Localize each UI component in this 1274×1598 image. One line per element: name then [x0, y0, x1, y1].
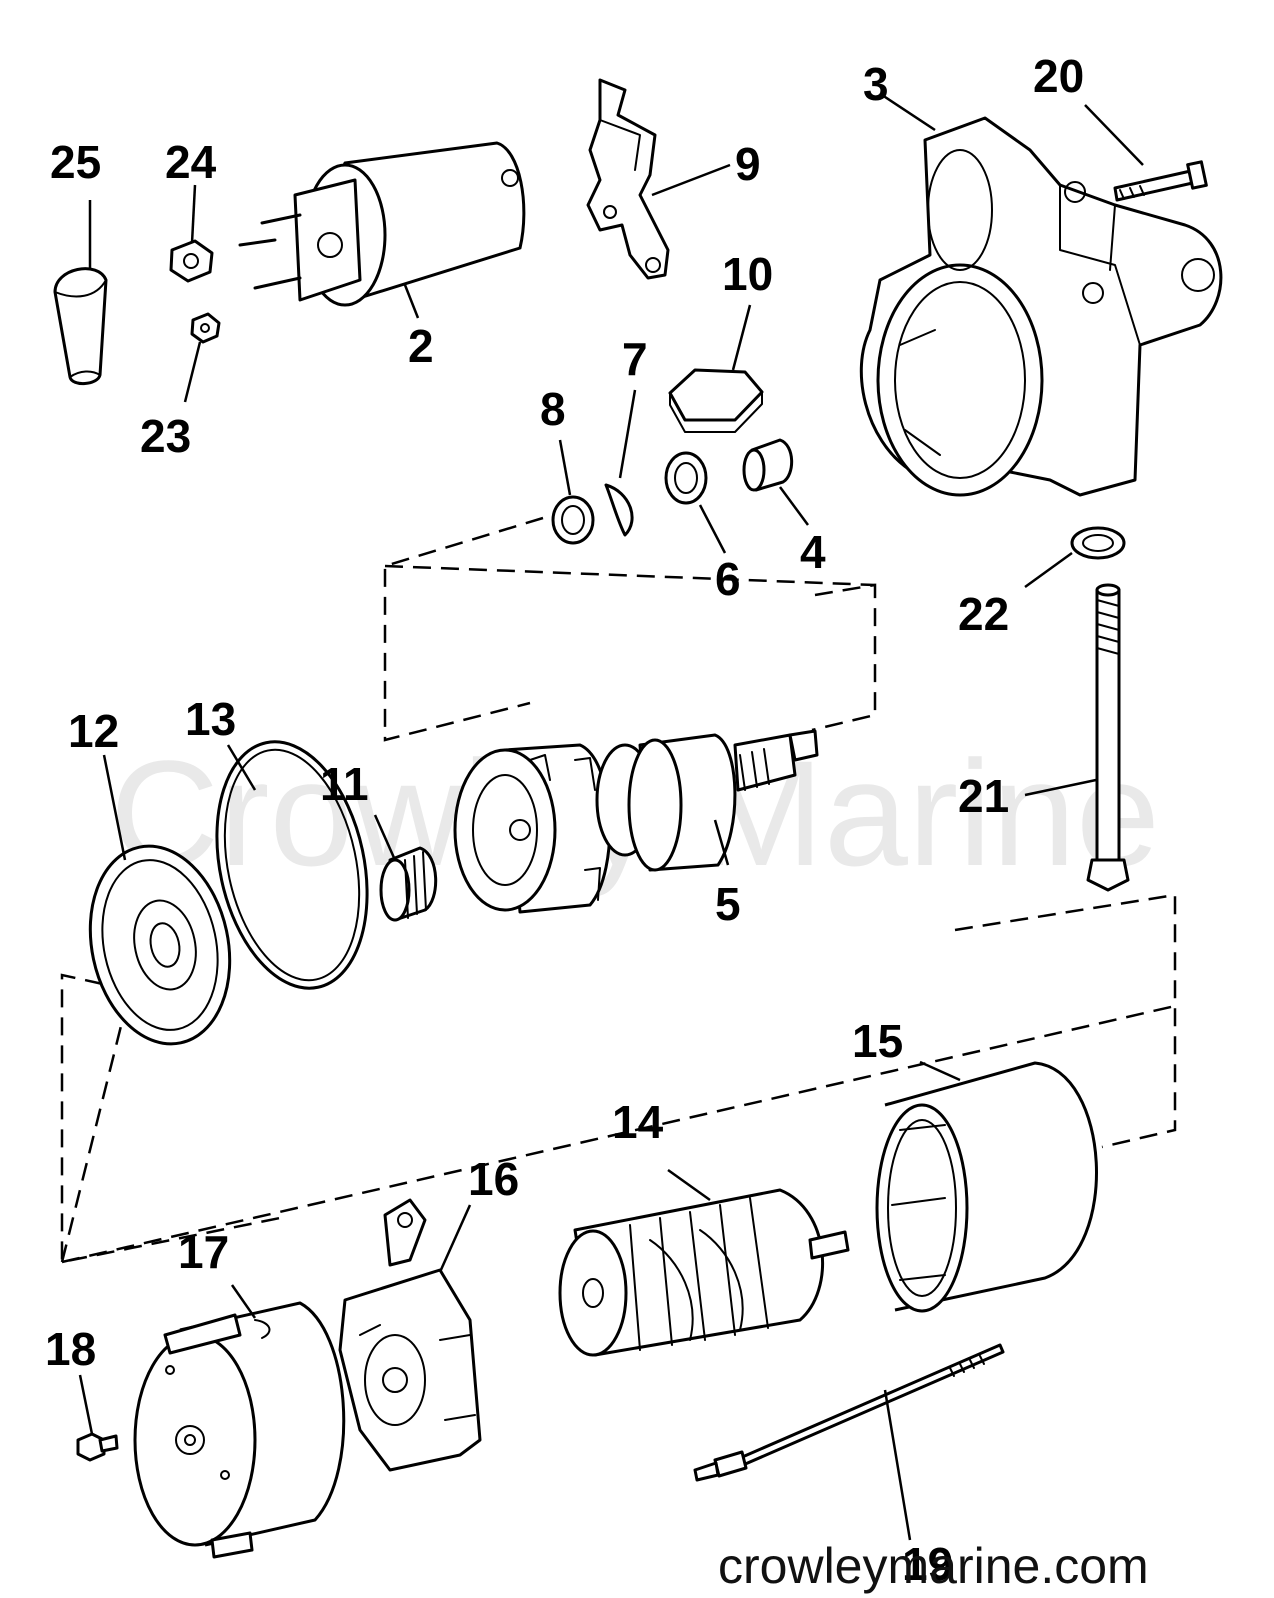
callout-20: 20 [1033, 50, 1084, 102]
part-19-rod [693, 1343, 1005, 1482]
part-4-bushing [742, 438, 794, 492]
dashed-guide-lower [60, 893, 1177, 1264]
part-12-end-plate [88, 844, 232, 1046]
part-20-bolt [1113, 160, 1208, 202]
part-18-screw [76, 1432, 119, 1462]
part-15-field-frame [875, 1061, 1098, 1313]
part-17-end-cover [133, 1301, 346, 1559]
callout-8: 8 [540, 383, 566, 435]
callout-18: 18 [45, 1323, 96, 1375]
callout-17: 17 [178, 1226, 229, 1278]
part-24-nut [169, 239, 214, 283]
part-11-pinion-gear [379, 846, 438, 922]
part-21-through-bolt [1086, 583, 1130, 892]
callout-15: 15 [852, 1015, 903, 1067]
callout-3: 3 [863, 58, 889, 110]
callout-21: 21 [958, 770, 1009, 822]
part-22-washer [1070, 526, 1126, 560]
part-8-collar [551, 495, 595, 545]
part-16-brush-plate [338, 1198, 482, 1472]
callout-24: 24 [165, 136, 217, 188]
callout-13: 13 [185, 693, 236, 745]
part-2-solenoid [238, 141, 526, 307]
callout-19: 19 [902, 1538, 953, 1590]
part-5-drive-assembly [453, 729, 819, 914]
site-credit: crowleymarine.com [718, 1538, 1149, 1594]
part-7-clip [604, 483, 634, 537]
part-10-block [668, 368, 764, 433]
callout-5: 5 [715, 878, 741, 930]
callout-numbers: 25 24 2 23 9 3 20 10 7 8 6 4 22 21 5 11 … [45, 50, 1084, 1590]
callout-6: 6 [715, 553, 741, 605]
part-14-armature [558, 1188, 850, 1357]
callout-2: 2 [408, 320, 434, 372]
part-25-boot [53, 267, 108, 385]
part-6-washer [664, 451, 708, 505]
callout-11: 11 [320, 758, 369, 810]
callout-22: 22 [958, 588, 1009, 640]
part-13-o-ring [215, 740, 369, 990]
leader-lines [78, 93, 1144, 1541]
callout-25: 25 [50, 136, 101, 188]
callout-23: 23 [140, 410, 191, 462]
callout-9: 9 [735, 138, 761, 190]
part-3-drive-housing [859, 116, 1223, 497]
callout-4: 4 [800, 526, 826, 578]
callout-16: 16 [468, 1153, 519, 1205]
callout-14: 14 [612, 1096, 664, 1148]
callout-12: 12 [68, 705, 119, 757]
dashed-guide-upper [383, 516, 877, 742]
part-9-shift-lever [586, 78, 670, 280]
callout-7: 7 [622, 333, 648, 385]
callout-10: 10 [722, 248, 773, 300]
part-23-nut [190, 312, 221, 344]
